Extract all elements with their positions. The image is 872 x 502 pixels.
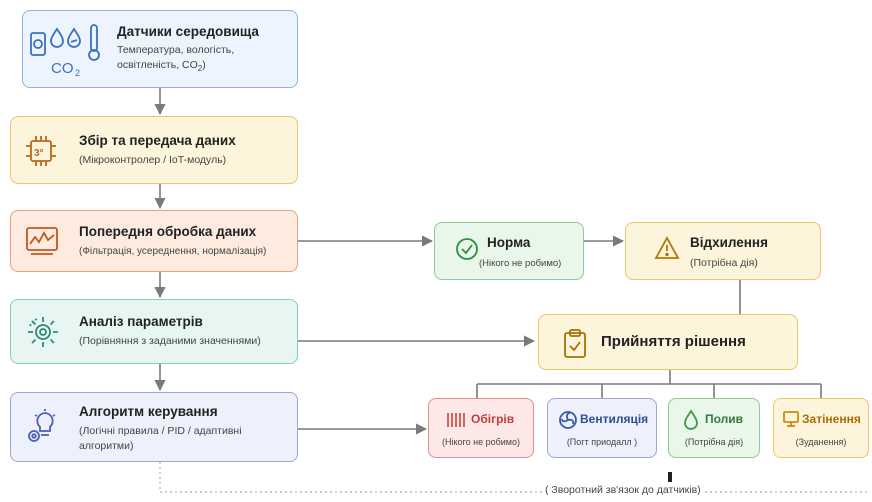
chip-icon: 3° <box>26 136 56 166</box>
action-irrigation-subtitle: (Потрібна дія) <box>684 437 744 447</box>
svg-text:2: 2 <box>75 68 80 77</box>
decision-title: Прийняття рішення <box>601 333 746 350</box>
gear-icon <box>28 317 58 347</box>
shade-icon <box>783 411 799 427</box>
collection-subtitle: (Мікроконтролер / IoT-модуль) <box>79 154 227 166</box>
chart-monitor-icon <box>26 227 58 255</box>
action-heating-subtitle: (Нікого не робимо) <box>442 437 520 447</box>
analysis-title: Аналіз параметрів <box>79 314 203 329</box>
sensors-subtitle: Температура, вологість, освітленість, CO… <box>117 44 235 74</box>
action-heating-title: Обігрів <box>471 412 515 426</box>
action-ventilation-box: Вентиляція (Погт приодалл ) <box>547 398 657 458</box>
sensors-title: Датчики середовища <box>117 24 259 39</box>
clipboard-check-icon <box>564 329 586 358</box>
co2-icon-text: CO <box>51 60 74 77</box>
preprocessing-subtitle: (Фільтрація, усереднення, нормалізація) <box>79 246 267 257</box>
action-shading-subtitle: (Зуданення) <box>795 437 847 447</box>
collection-title: Збір та передача даних <box>79 133 236 148</box>
action-ventilation-subtitle: (Погт приодалл ) <box>566 437 638 447</box>
feedback-dashed-line <box>159 462 868 493</box>
norm-box: Норма (Нікого не робимо) <box>434 222 584 280</box>
deviation-box: Відхилення (Потрібна дія) <box>625 222 821 280</box>
action-irrigation-box: Полив (Потрібна дія) <box>668 398 760 458</box>
svg-text:3°: 3° <box>34 148 44 159</box>
deviation-title: Відхилення <box>690 235 768 250</box>
warning-icon <box>654 236 680 259</box>
algorithm-title: Алгоритм керування <box>79 404 218 419</box>
collection-box: 3° Збір та передача даних (Мікроконтроле… <box>10 116 298 184</box>
droplet-icon <box>684 409 698 430</box>
preprocessing-title: Попередня обробка даних <box>79 224 257 239</box>
algorithm-subtitle: (Логічні правила / PID / адаптивні алгор… <box>79 425 242 452</box>
fan-icon <box>559 411 577 429</box>
feedback-label: ( Зворотний зв'язок до датчиків) <box>543 484 703 496</box>
preprocessing-box: Попередня обробка даних (Фільтрація, усе… <box>10 210 298 272</box>
algorithm-box: Алгоритм керування (Логічні правила / PI… <box>10 392 298 462</box>
sensors-box: CO 2 Датчики середовища Температура, вол… <box>22 10 298 88</box>
deviation-subtitle: (Потрібна дія) <box>690 257 758 269</box>
decision-box: Прийняття рішення <box>538 314 798 370</box>
analysis-subtitle: (Порівняння з заданими значеннями) <box>79 335 261 347</box>
heater-icon <box>447 413 465 427</box>
analysis-box: Аналіз параметрів (Порівняння з заданими… <box>10 299 298 364</box>
action-shading-box: Затінення (Зуданення) <box>773 398 869 458</box>
action-ventilation-title: Вентиляція <box>580 412 649 426</box>
norm-title: Норма <box>487 235 531 250</box>
action-irrigation-title: Полив <box>705 412 744 426</box>
action-heating-box: Обігрів (Нікого не робимо) <box>428 398 534 458</box>
norm-subtitle: (Нікого не робимо) <box>479 258 562 269</box>
sensor-devices-icon: CO 2 <box>30 24 100 77</box>
action-shading-title: Затінення <box>802 412 861 426</box>
check-circle-icon <box>456 238 478 260</box>
lightbulb-gear-icon <box>28 409 56 442</box>
